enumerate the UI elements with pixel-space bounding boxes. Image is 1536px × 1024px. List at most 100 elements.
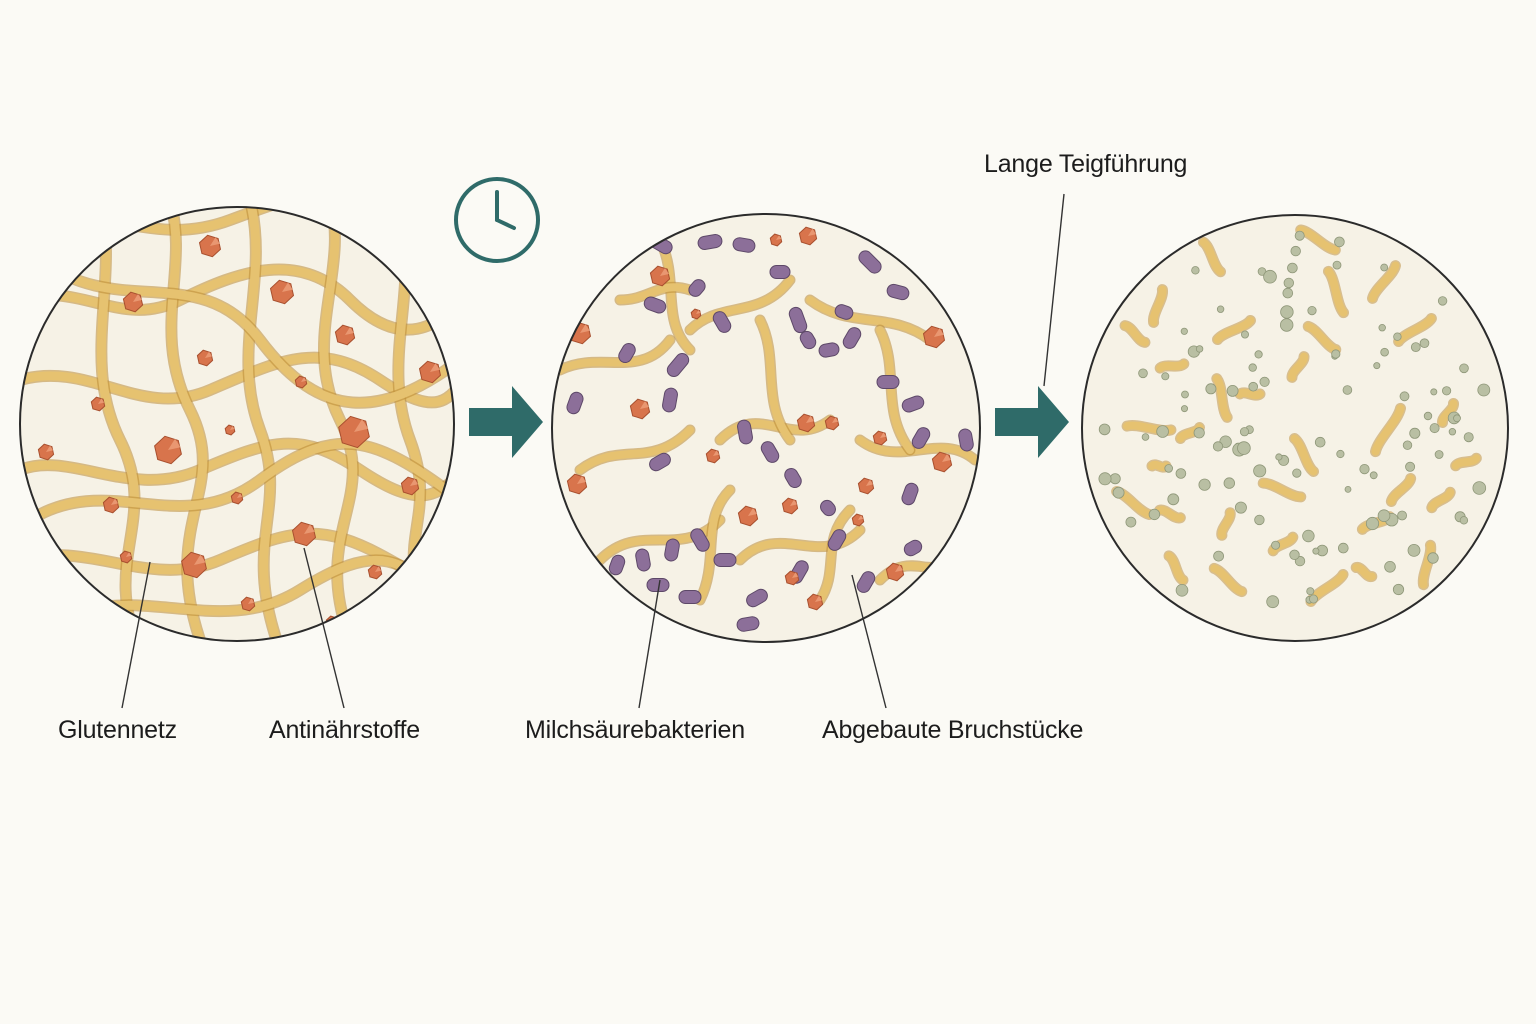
particle [1283, 277, 1295, 289]
particle [1223, 477, 1236, 489]
arrow-right-icon [995, 386, 1069, 458]
particle [1292, 468, 1302, 478]
bacterium [736, 616, 760, 632]
particle [1342, 385, 1353, 395]
bacterium [666, 353, 690, 377]
crystal-highlight [133, 294, 142, 302]
crystal-highlight [748, 508, 757, 516]
bacterium [818, 342, 840, 358]
gluten-strand [556, 336, 674, 374]
panel-degraded-dough [1081, 214, 1509, 642]
particle [1423, 411, 1433, 421]
crystal-highlight [410, 478, 419, 486]
particle [1290, 245, 1301, 257]
gluten-strand [576, 426, 694, 474]
bacterium [643, 296, 667, 314]
particle [1156, 425, 1169, 438]
particle [1098, 423, 1111, 436]
bacterium [713, 553, 737, 567]
particle [1307, 305, 1317, 316]
particle [1164, 464, 1173, 473]
gluten-fragment [1257, 477, 1307, 503]
particle [1430, 388, 1438, 396]
particle [1334, 236, 1345, 248]
gluten-fragment [1302, 320, 1342, 356]
gluten-fragment [1426, 486, 1456, 514]
leader-line-fragments [851, 574, 887, 709]
particle [1373, 362, 1381, 370]
gluten-fragment [1163, 550, 1189, 586]
clock-icon [454, 177, 540, 263]
crystal-highlight [230, 426, 235, 430]
gluten-strand [716, 416, 834, 444]
particle [1161, 372, 1170, 381]
particle [1472, 481, 1487, 495]
gluten-fragment [1437, 397, 1459, 429]
particle [1254, 350, 1263, 359]
particle [1294, 230, 1305, 241]
label-long-fermentation: Lange Teigführung [984, 150, 1188, 178]
gluten-fragment [1154, 358, 1190, 374]
crystal-highlight [210, 237, 220, 246]
gluten-strand [25, 439, 454, 525]
bacterium [678, 590, 702, 604]
particle [1175, 583, 1189, 597]
bacterium [901, 395, 925, 413]
gluten-fragment [1208, 562, 1248, 598]
gluten-fragment [1211, 373, 1233, 423]
gluten-fragment [1385, 473, 1417, 507]
crystal-highlight [194, 554, 206, 565]
bacterium [769, 265, 791, 279]
gluten-fragment [1322, 265, 1350, 319]
particle [1344, 485, 1352, 493]
label-antinutrients: Antinährstoffe [269, 716, 421, 744]
particle [1213, 550, 1224, 562]
bacterium [911, 427, 931, 449]
particle [1275, 453, 1283, 461]
particle [1141, 433, 1150, 441]
gluten-strand [596, 516, 724, 564]
particle [1332, 260, 1342, 270]
bacterium [690, 528, 710, 552]
crystal-highlight [806, 415, 815, 423]
bacterium [876, 375, 900, 389]
particle [1138, 368, 1148, 379]
gluten-fragment [1234, 387, 1266, 401]
crystal-highlight [713, 450, 720, 456]
crystal-highlight [345, 327, 354, 335]
bacterium [827, 529, 847, 551]
gluten-fragment [1286, 351, 1310, 383]
gluten-strand [243, 207, 285, 641]
gluten-strand [806, 296, 934, 344]
panel-intact-dough [19, 206, 455, 642]
particle [1254, 514, 1265, 526]
crystal-highlight [776, 235, 782, 240]
crystal-highlight [815, 595, 823, 602]
arrow-right-icon [469, 386, 543, 458]
particle [1407, 544, 1421, 557]
bacterium [618, 342, 636, 364]
gluten-fragment [1289, 433, 1319, 477]
particle [1336, 449, 1345, 459]
gluten-fragment [1146, 459, 1172, 473]
particle [1331, 349, 1341, 359]
crystal-highlight [301, 377, 307, 382]
gluten-strand [686, 276, 794, 334]
gluten-fragment [1350, 562, 1378, 582]
crystal-highlight [375, 566, 382, 572]
crystal-highlight [98, 398, 105, 404]
particle [1442, 386, 1452, 396]
particle [1419, 338, 1430, 349]
particle [1384, 560, 1396, 573]
bacterium [903, 539, 923, 557]
particle [1125, 516, 1137, 528]
bacterium [784, 467, 802, 489]
crystal-highlight [858, 515, 864, 520]
particle [1109, 473, 1121, 485]
bacterium [746, 588, 768, 608]
particle [1271, 540, 1281, 550]
crystal-highlight [126, 552, 132, 557]
particle [1237, 441, 1251, 455]
particle [1212, 441, 1224, 452]
